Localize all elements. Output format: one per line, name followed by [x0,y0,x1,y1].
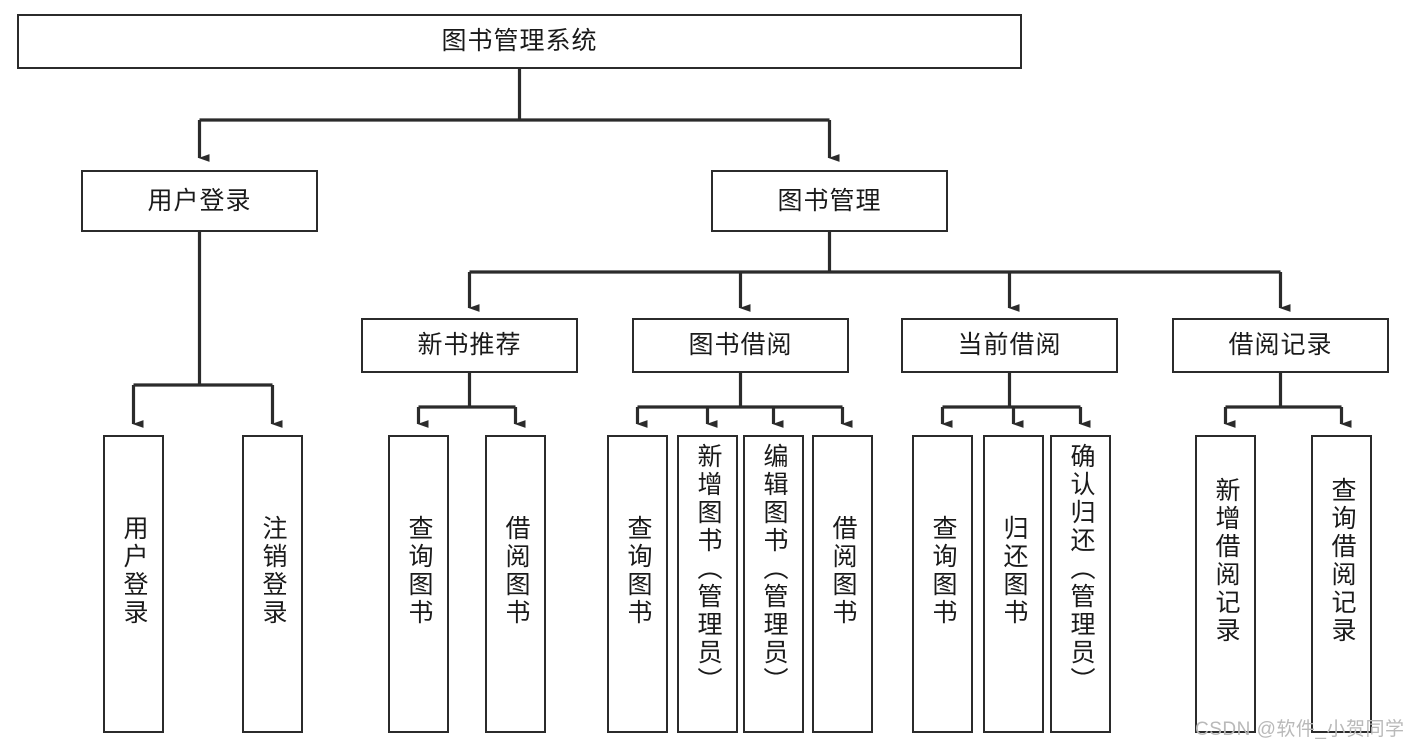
node-current-borrow-label: 当前借阅 [957,331,1062,360]
node-leaf-add-borrow-record[interactable]: 新增借阅记录 [1195,435,1256,733]
node-book-borrow-label: 图书借阅 [688,331,793,360]
node-leaf-confirm-return-admin[interactable]: 确认归还（管理员） [1050,435,1111,733]
node-new-book-recommend[interactable]: 新书推荐 [361,318,578,373]
node-user-login-label: 用户登录 [147,186,252,215]
node-leaf-label: 借阅图书 [829,515,857,627]
node-root-system[interactable]: 图书管理系统 [17,14,1022,69]
node-leaf-label: 确认归还（管理员） [1067,443,1095,695]
node-leaf-add-book-admin[interactable]: 新增图书（管理员） [677,435,738,733]
node-leaf-label: 查询图书 [929,515,957,627]
node-leaf-label: 用户登录 [120,515,148,627]
node-leaf-label: 新增图书（管理员） [694,443,722,695]
node-leaf-query-borrow-record[interactable]: 查询借阅记录 [1311,435,1372,733]
node-borrow-record-label: 借阅记录 [1228,331,1333,360]
node-leaf-label: 注销登录 [259,515,287,627]
node-leaf-label: 查询图书 [405,515,433,627]
node-book-borrow[interactable]: 图书借阅 [632,318,849,373]
node-current-borrow[interactable]: 当前借阅 [901,318,1118,373]
node-leaf-logout[interactable]: 注销登录 [242,435,303,733]
node-leaf-query-book-current[interactable]: 查询图书 [912,435,973,733]
node-leaf-query-book-borrow[interactable]: 查询图书 [607,435,668,733]
node-leaf-edit-book-admin[interactable]: 编辑图书（管理员） [743,435,804,733]
node-leaf-borrow-book[interactable]: 借阅图书 [812,435,873,733]
node-leaf-label: 查询借阅记录 [1328,477,1356,645]
node-leaf-borrow-book-recommend[interactable]: 借阅图书 [485,435,546,733]
node-new-book-recommend-label: 新书推荐 [417,331,522,360]
node-leaf-label: 查询图书 [624,515,652,627]
node-leaf-label: 借阅图书 [502,515,530,627]
node-leaf-label: 新增借阅记录 [1212,477,1240,645]
node-user-login[interactable]: 用户登录 [81,170,318,232]
node-root-label: 图书管理系统 [441,27,598,56]
node-leaf-label: 归还图书 [1000,515,1028,627]
node-book-management-label: 图书管理 [777,186,882,215]
node-book-management[interactable]: 图书管理 [711,170,948,232]
node-leaf-label: 编辑图书（管理员） [760,443,788,695]
node-leaf-user-login[interactable]: 用户登录 [103,435,164,733]
node-borrow-record[interactable]: 借阅记录 [1172,318,1389,373]
node-leaf-return-book[interactable]: 归还图书 [983,435,1044,733]
node-leaf-query-book-recommend[interactable]: 查询图书 [388,435,449,733]
